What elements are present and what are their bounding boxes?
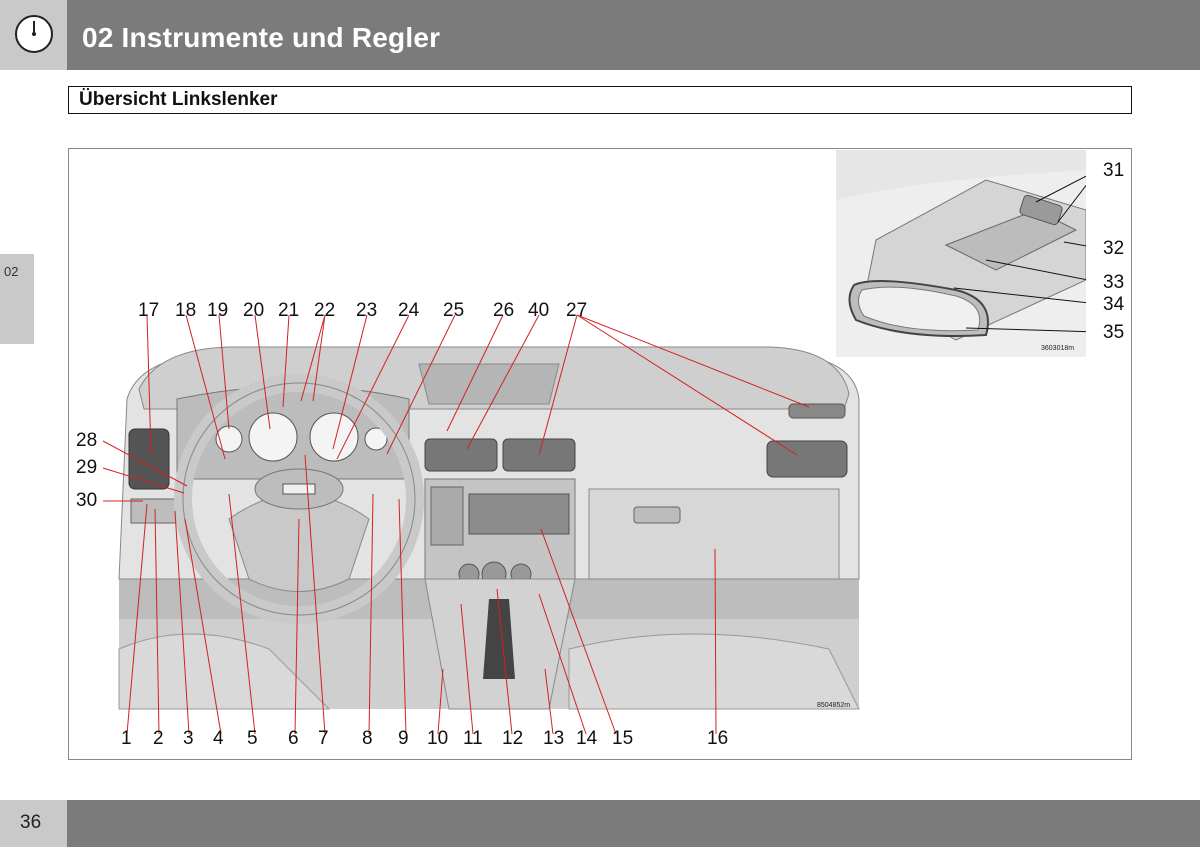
callout-13: 13 — [543, 728, 565, 749]
callout-34: 34 — [1103, 294, 1125, 315]
callout-8: 8 — [362, 728, 373, 749]
callout-24: 24 — [398, 300, 420, 321]
callout-16: 16 — [707, 728, 729, 749]
dashboard-illustration: 8504852m — [102, 314, 860, 735]
callout-lines — [102, 314, 810, 735]
header-bar — [0, 0, 1200, 70]
section-title: Übersicht Linkslenker — [68, 86, 1132, 114]
callout-35: 35 — [1103, 322, 1125, 343]
callout-9: 9 — [398, 728, 409, 749]
callout-29: 29 — [76, 457, 98, 478]
footer-bar — [0, 800, 1200, 847]
callout-6: 6 — [288, 728, 299, 749]
callout-22: 22 — [314, 300, 336, 321]
page-number: 36 — [20, 812, 42, 833]
callout-32: 32 — [1103, 238, 1125, 259]
overhead-console-illustration: 3603018m — [836, 169, 1099, 357]
callout-4: 4 — [213, 728, 224, 749]
callout-40: 40 — [528, 300, 550, 321]
callout-28: 28 — [76, 430, 98, 451]
callout-30: 30 — [76, 490, 98, 511]
chapter-side-tab-label: 02 — [4, 264, 19, 279]
callout-20: 20 — [243, 300, 265, 321]
inset-image-code: 3603018m — [1041, 345, 1074, 352]
footer-page-box — [0, 800, 67, 847]
callout-11: 11 — [463, 728, 483, 749]
inset-illustration: 3603018m — [836, 150, 1099, 357]
callout-7: 7 — [318, 728, 329, 749]
callout-15: 15 — [612, 728, 634, 749]
callout-2: 2 — [153, 728, 164, 749]
callout-23: 23 — [356, 300, 378, 321]
figure-frame: 8504852m — [68, 148, 1132, 760]
callout-12: 12 — [502, 728, 524, 749]
header-icon-box — [0, 0, 67, 70]
callout-33: 33 — [1103, 272, 1125, 293]
callout-5: 5 — [247, 728, 258, 749]
callout-31: 31 — [1103, 160, 1125, 181]
callout-1: 1 — [121, 728, 132, 749]
callout-25: 25 — [443, 300, 465, 321]
callout-21: 21 — [278, 300, 300, 321]
callout-19: 19 — [207, 300, 229, 321]
callout-3: 3 — [183, 728, 194, 749]
callout-26: 26 — [493, 300, 515, 321]
callout-14: 14 — [576, 728, 598, 749]
callout-18: 18 — [175, 300, 197, 321]
callout-17: 17 — [138, 300, 160, 321]
main-image-code: 8504852m — [817, 702, 850, 709]
chapter-side-tab: 02 — [0, 254, 34, 344]
gauge-icon — [15, 15, 53, 53]
callout-10: 10 — [427, 728, 449, 749]
chapter-title: 02 Instrumente und Regler — [82, 22, 441, 53]
callout-27: 27 — [566, 300, 588, 321]
